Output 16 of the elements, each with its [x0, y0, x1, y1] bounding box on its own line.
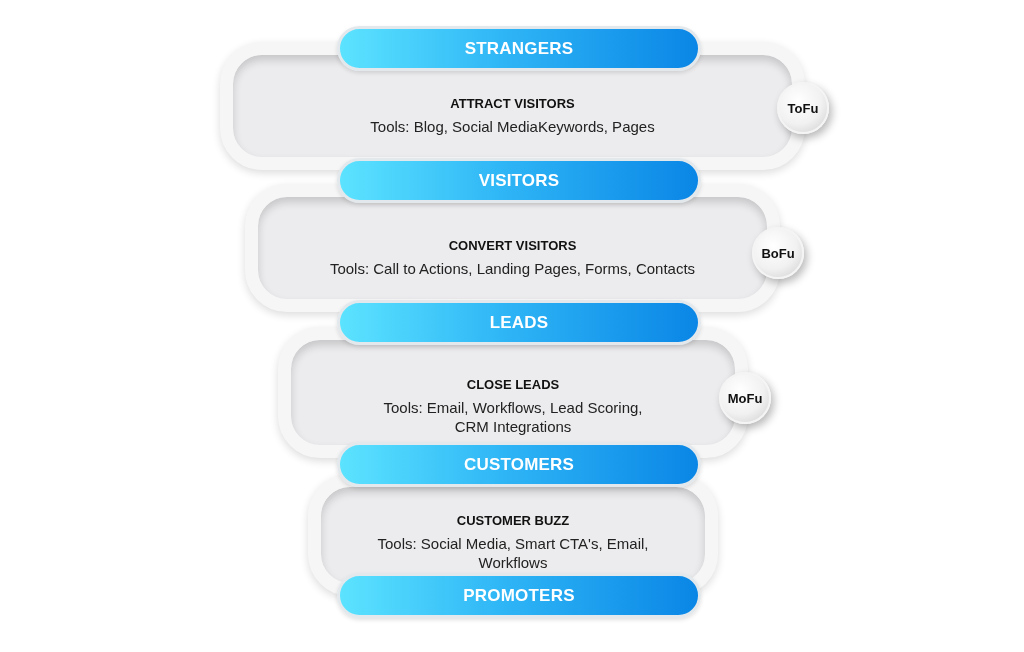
stage-heading: CLOSE LEADS — [466, 376, 560, 394]
funnel-stage-badge: MoFu — [719, 372, 771, 424]
tools-text: Tools: Blog, Social MediaKeywords, Pages — [370, 117, 655, 136]
funnel-stage-badge: BoFu — [752, 227, 804, 279]
tools-text: Tools: Call to Actions, Landing Pages, Forms, Contacts — [329, 259, 696, 278]
stage-banner: CUSTOMERS — [337, 442, 701, 487]
stage-heading: ATTRACT VISITORS — [450, 95, 575, 113]
stage-banner: VISITORS — [337, 158, 701, 203]
tools-text: Tools: Email, Workflows, Lead Scoring, CRM Integrations — [382, 398, 644, 436]
stage-heading: CUSTOMER BUZZ — [456, 512, 570, 530]
tools-text: Tools: Social Media, Smart CTA's, Email, Workflows — [376, 534, 650, 572]
stage-banner: PROMOTERS — [337, 573, 701, 618]
stage-banner: LEADS — [337, 300, 701, 345]
stage-heading: CONVERT VISITORS — [448, 237, 577, 255]
stage-banner: STRANGERS — [337, 26, 701, 71]
funnel-stage-badge: ToFu — [777, 82, 829, 134]
